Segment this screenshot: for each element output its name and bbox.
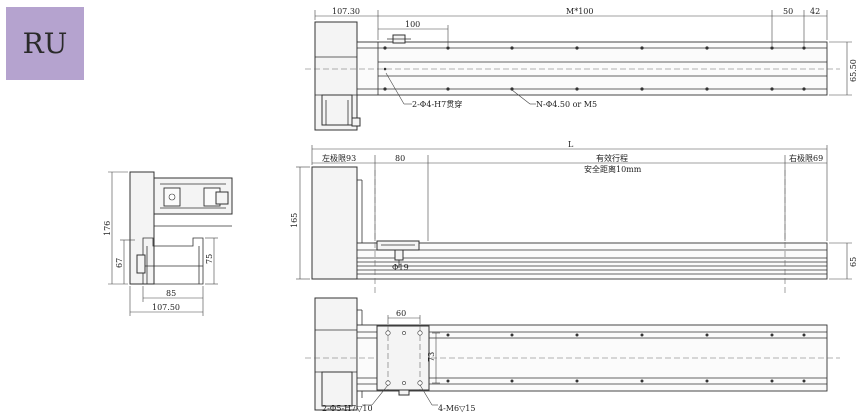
dim-total-length: L	[568, 140, 574, 149]
top-rail-body	[356, 41, 828, 96]
bottom-rail-holes	[446, 333, 806, 383]
dim-carriage-length: 80	[395, 154, 405, 163]
label-effective-stroke: 有效行程	[596, 153, 628, 163]
badge-label: RU	[22, 27, 68, 60]
dim-first-pitch: 100	[405, 20, 420, 29]
dim-span: M*100	[566, 7, 593, 16]
dim-side-motor-height: 165	[290, 213, 299, 228]
side-carriage	[376, 240, 420, 251]
end-motor-plate	[129, 171, 155, 285]
top-mount-holes	[383, 46, 806, 91]
end-view: 176 67 75 85 107.50	[103, 171, 233, 316]
dim-bottom-rail-spacing: 73	[427, 352, 436, 362]
callout-mount-holes: N-Φ4.50 or M5	[536, 100, 597, 109]
callout-pin-holes: 2-Φ4-H7贯穿	[412, 99, 462, 109]
dim-end-outer-width: 107.50	[152, 303, 180, 312]
dim-top-height: 65.50	[849, 59, 858, 82]
end-carriage-profile	[142, 237, 204, 285]
dim-end-total-height: 176	[103, 221, 112, 236]
callout-bottom-tap-holes: 4-M6▽15	[438, 404, 475, 413]
dim-end-body-height: 67	[115, 258, 124, 268]
dim-end-offset: 50	[783, 7, 793, 16]
dim-left-limit: 左极限93	[322, 153, 356, 163]
label-safety-distance: 安全距离10mm	[584, 164, 642, 174]
dim-end-base-height: 75	[205, 254, 214, 264]
callout-bottom-pin-holes: 2-Φ5-H7▽10	[322, 404, 373, 413]
bottom-view: 60 73 2-Φ5-H7▽10 4-M6▽15	[305, 297, 840, 413]
region-badge: RU	[6, 7, 84, 80]
side-rail-body	[356, 242, 828, 280]
dim-end: 42	[810, 7, 820, 16]
bottom-carriage	[376, 325, 430, 391]
dim-motor-width: 107.30	[332, 7, 360, 16]
dim-right-limit: 右极限69	[789, 153, 823, 163]
side-view: L 左极限93 80 有效行程 安全距离10mm 右极限69 165 65 Φ1…	[290, 140, 858, 296]
dim-end-inner-width: 85	[166, 289, 176, 298]
top-view: 107.30 100 M*100 50 42 65.50 2-Φ4-H7贯穿 N…	[305, 7, 858, 131]
dim-side-rail-height: 65	[849, 257, 858, 267]
side-motor-block	[311, 166, 358, 280]
dim-bottom-hole-pitch: 60	[396, 309, 406, 318]
dim-pin-diameter: Φ19	[392, 263, 409, 272]
